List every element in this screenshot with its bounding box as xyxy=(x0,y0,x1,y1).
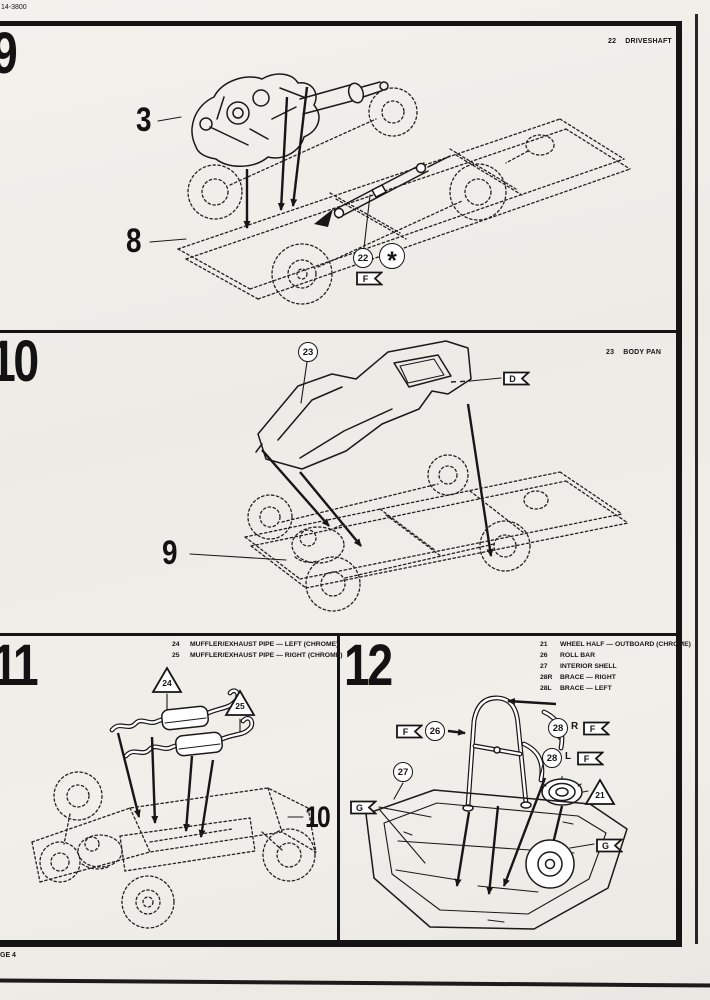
chassis-drawing xyxy=(31,771,317,929)
brace-drawings xyxy=(521,709,565,783)
f-flag-icon: F xyxy=(583,721,610,736)
assembly-arrows xyxy=(243,86,309,229)
callout-circle-28l: 28 xyxy=(542,748,562,768)
page-footer: GE 4 xyxy=(0,952,16,959)
bottom-border xyxy=(0,940,682,947)
f-flag-icon: F xyxy=(356,271,383,286)
sheet-code: 14-3800 xyxy=(1,4,27,11)
step12-illustration xyxy=(365,695,628,930)
step10-number: 10 xyxy=(0,329,39,394)
assembly-arrows xyxy=(261,403,494,557)
scan-edge-right xyxy=(695,14,698,944)
part-label-engine: 3 xyxy=(136,101,152,139)
step9-number: 9 xyxy=(0,24,18,82)
step9-caption-num: 22 xyxy=(608,38,617,45)
triangle-callout-21: 21 xyxy=(584,778,616,806)
chassis-frame-drawing xyxy=(177,87,631,305)
leader-lines xyxy=(166,693,304,818)
leader-lines xyxy=(189,361,502,561)
triangle-callout-24: 24 xyxy=(151,666,183,694)
top-rule xyxy=(0,21,682,26)
f-flag-icon: F xyxy=(577,751,604,766)
step12-number: 12 xyxy=(344,633,393,698)
driveshaft-drawing xyxy=(333,155,451,219)
right-border xyxy=(676,24,682,947)
part-label-chassis: 9 xyxy=(162,534,178,572)
muffler-right-drawing xyxy=(123,716,255,759)
leader-lines xyxy=(149,116,371,249)
brace-left-letter: L xyxy=(565,751,572,762)
brace-right-letter: R xyxy=(571,721,579,732)
g-flag-icon: G xyxy=(350,800,377,815)
interior-shell-drawing xyxy=(365,789,628,930)
step10-caption-num: 23 xyxy=(606,349,615,356)
step9-caption: 22 DRIVESHAFT xyxy=(608,38,672,45)
callout-circle-27: 27 xyxy=(393,762,413,782)
callout-circle-22: 22 xyxy=(353,248,373,268)
chassis-drawing xyxy=(244,454,629,612)
f-flag-icon: F xyxy=(396,724,423,739)
step11-number: 11 xyxy=(0,633,39,698)
scan-edge-bottom xyxy=(0,978,710,988)
asterisk-icon: * xyxy=(379,243,405,273)
muffler-left-drawing xyxy=(109,688,241,733)
callout-circle-23: 23 xyxy=(298,342,318,362)
callout-circle-28r: 28 xyxy=(548,718,568,738)
g-flag-icon: G xyxy=(596,838,623,853)
leader-lines xyxy=(378,729,595,864)
divider-step9-10 xyxy=(0,330,678,333)
step11-illustration xyxy=(31,688,317,929)
triangle-callout-25: 25 xyxy=(224,689,256,717)
assembly-arrows xyxy=(447,697,564,895)
divider-step10-11 xyxy=(0,633,678,636)
divider-step11-12 xyxy=(337,636,340,941)
wheel-half-drawing xyxy=(541,775,583,806)
step10-illustration xyxy=(189,340,629,612)
step9-caption-name: DRIVESHAFT xyxy=(625,38,672,45)
engine-drawing xyxy=(191,73,389,167)
roll-bar-drawing xyxy=(462,695,532,812)
part-label-frame: 8 xyxy=(126,222,142,260)
assembly-arrows xyxy=(116,732,215,838)
callout-circle-26: 26 xyxy=(425,721,445,741)
d-flag-icon: D xyxy=(503,371,530,386)
step9-illustration xyxy=(149,73,631,305)
step10-caption: 23 BODY PAN xyxy=(606,349,661,356)
part-label-chassis: 10 xyxy=(305,801,331,834)
body-pan-drawing xyxy=(255,340,472,470)
step10-caption-name: BODY PAN xyxy=(623,349,662,356)
